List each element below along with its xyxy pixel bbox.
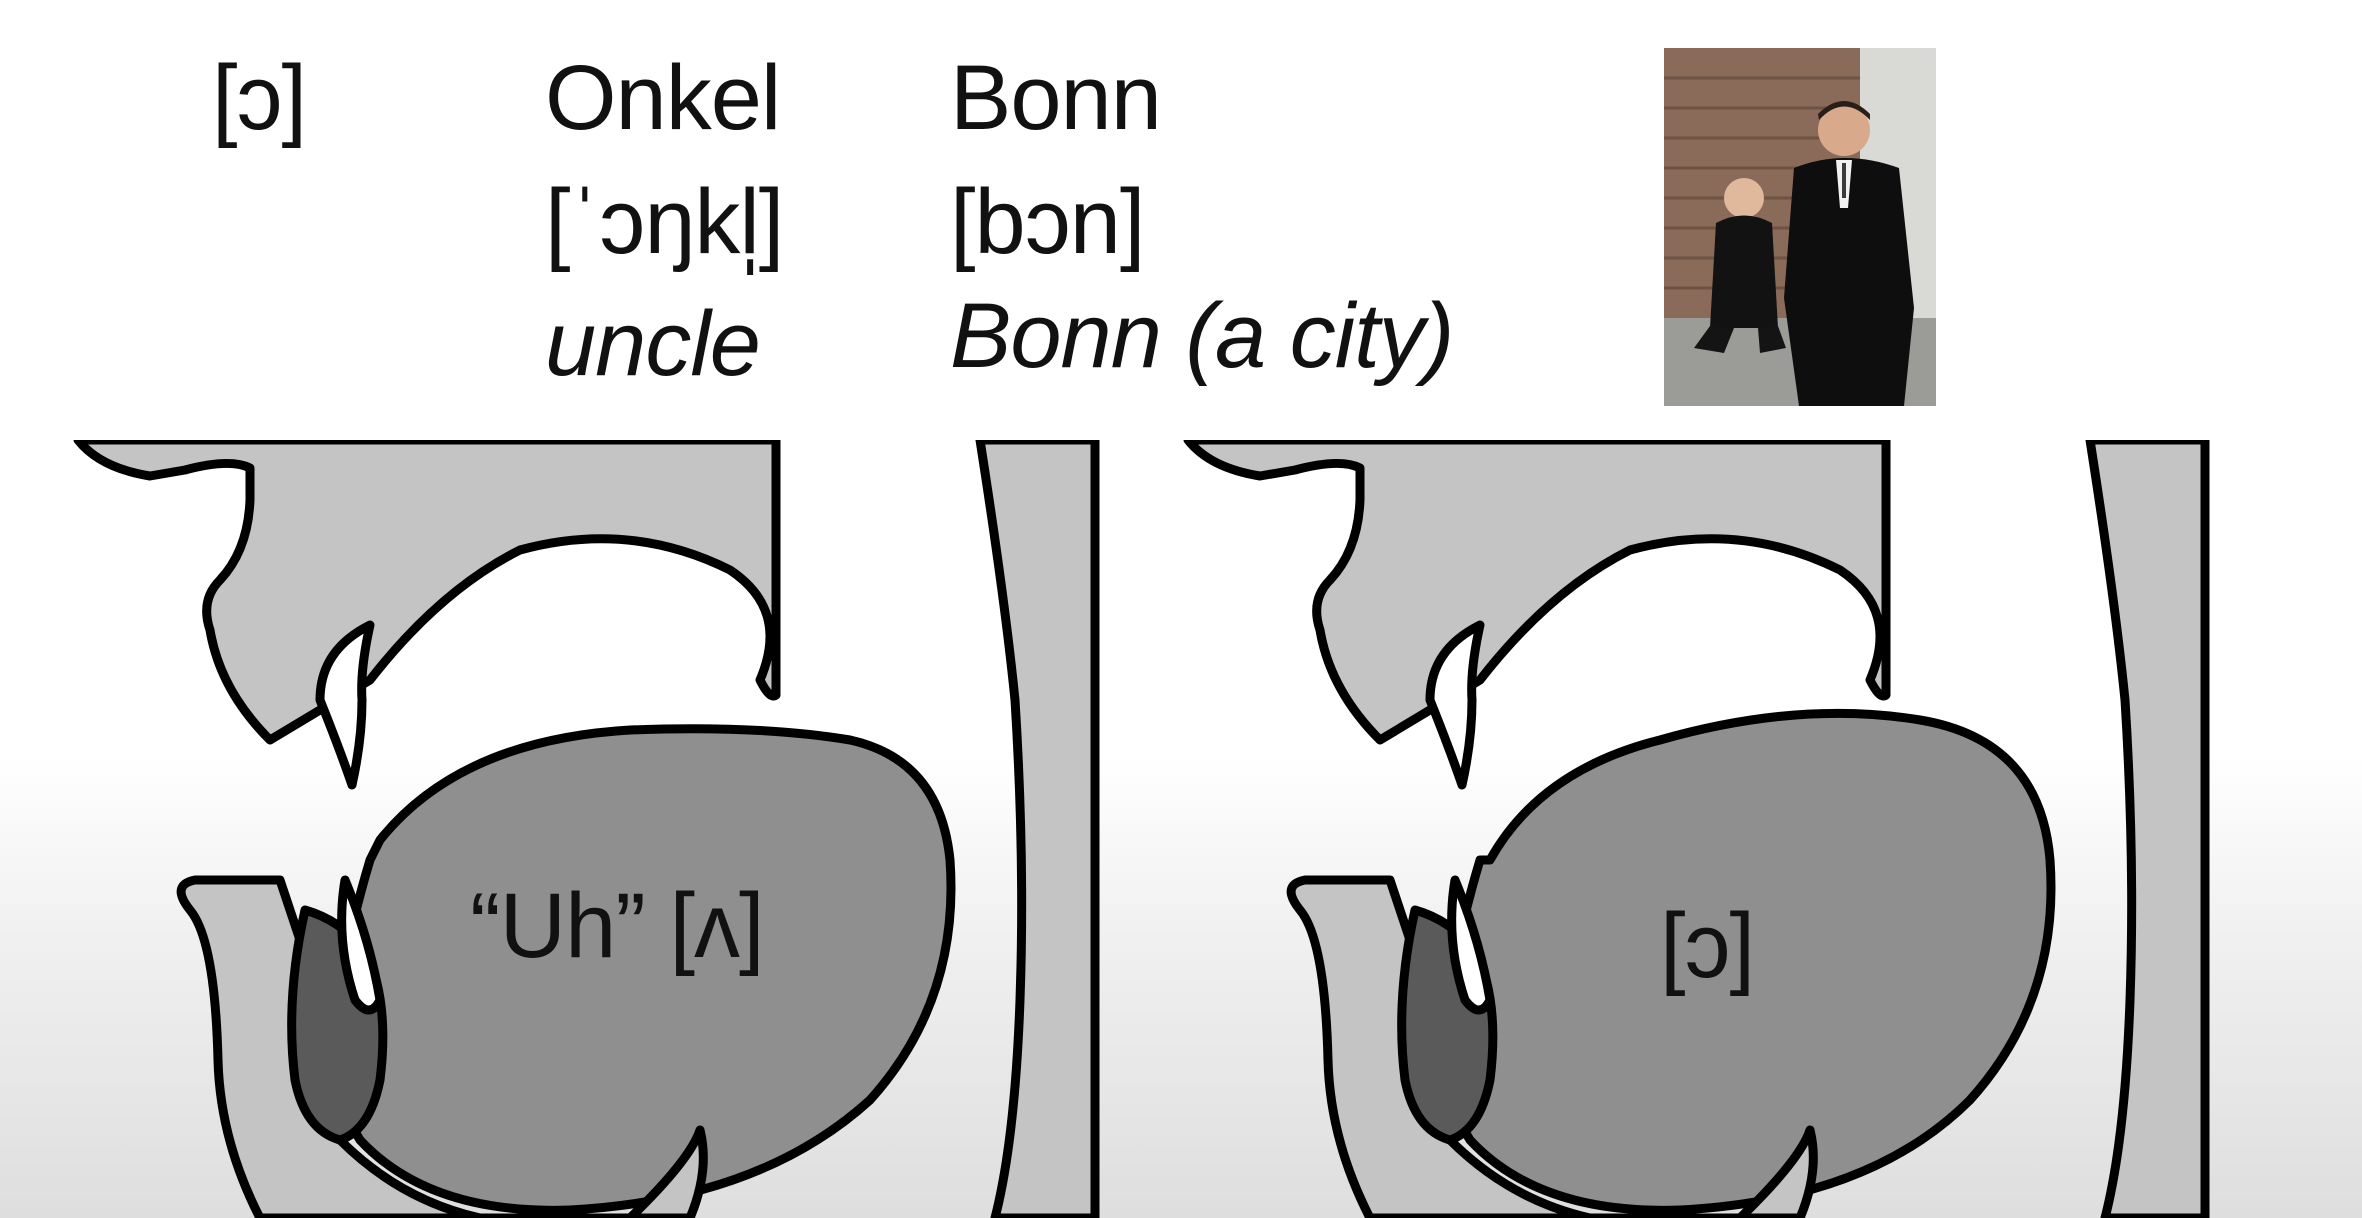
vocal-tract-diagram-uh xyxy=(70,440,1120,1218)
lower-tooth xyxy=(337,875,385,1015)
ipa-bonn: [bɔn] xyxy=(950,171,1145,273)
gloss-bonn: Bonn (a city) xyxy=(950,285,1454,387)
upper-tooth xyxy=(1425,620,1485,790)
diagram-label-open-o: [ɔ] xyxy=(1660,895,1755,997)
upper-lip xyxy=(1183,440,1891,745)
gloss-onkel: uncle xyxy=(545,293,761,395)
pharynx-wall xyxy=(2085,440,2210,1218)
diagram-label-uh: “Uh” [ʌ] xyxy=(470,875,765,977)
pharynx-wall xyxy=(975,440,1100,1218)
word-bonn: Bonn xyxy=(950,47,1162,149)
vocal-tract-diagram-open-o xyxy=(1180,440,2230,1218)
photo-man-and-boy xyxy=(1664,48,1936,406)
ipa-onkel: [ˈɔŋkl̩] xyxy=(545,171,784,273)
tongue xyxy=(1442,708,2056,1215)
upper-lip xyxy=(73,440,781,745)
tongue xyxy=(332,724,956,1215)
vowel-symbol: [ɔ] xyxy=(212,47,307,149)
lower-tooth xyxy=(1447,875,1495,1015)
upper-tooth xyxy=(315,620,375,790)
word-onkel: Onkel xyxy=(545,47,781,149)
